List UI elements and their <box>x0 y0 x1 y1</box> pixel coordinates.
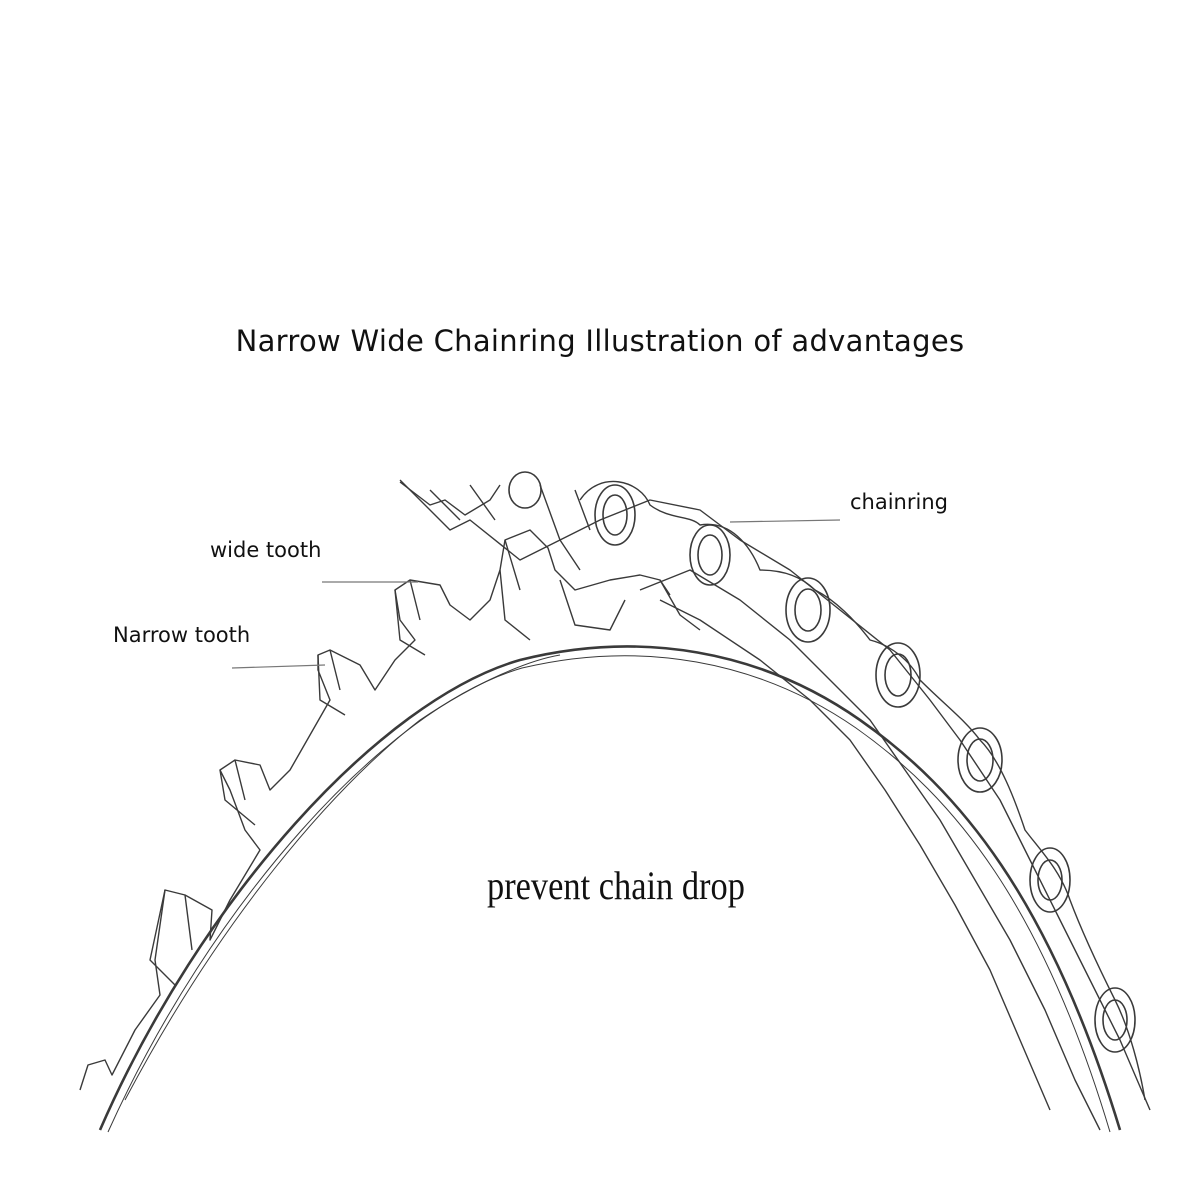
chainring-inner-edge <box>98 645 1122 1131</box>
caption-prevent-chain-drop: prevent chain drop <box>487 863 745 908</box>
diagram-title: Narrow Wide Chainring Illustration of ad… <box>235 324 965 358</box>
chainring-leader-line <box>729 519 841 523</box>
narrow-tooth-leader-line <box>231 664 326 669</box>
chainring-label: chainring <box>850 490 948 514</box>
narrow-tooth-label: Narrow tooth <box>113 623 251 647</box>
chain-outer-plate <box>399 479 1151 1111</box>
wide-tooth-label: wide tooth <box>210 538 322 562</box>
chainring-teeth-outline <box>79 529 671 1091</box>
chain-rollers <box>508 471 1136 1053</box>
